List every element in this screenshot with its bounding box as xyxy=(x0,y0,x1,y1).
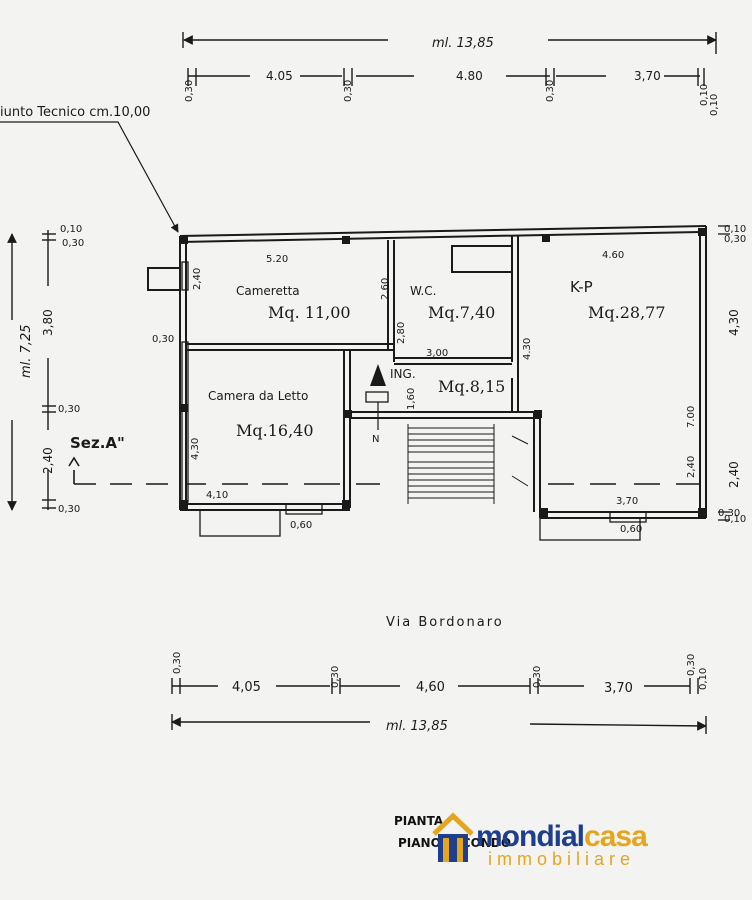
cameretta-width: 5.20 xyxy=(266,254,288,265)
kp-lower: 2,40 xyxy=(686,456,697,478)
kp-name: K-P xyxy=(570,278,593,296)
kp-area: Mq.28,77 xyxy=(588,303,666,322)
wc-name: W.C. xyxy=(410,284,437,298)
top-dimension-3: 3,70 xyxy=(634,69,661,83)
camera-sill: 0,60 xyxy=(290,520,312,531)
house-icon xyxy=(432,812,474,862)
kp-side: 7.00 xyxy=(686,406,697,428)
kp-sill: 0,60 xyxy=(620,524,642,535)
right-dim-top: 0,10 xyxy=(724,224,746,235)
wc-side-c: 3,00 xyxy=(426,348,448,359)
cameretta-height: 2,40 xyxy=(192,268,203,290)
bottom-wall-dim-4: 0,30 xyxy=(686,654,697,676)
bottom-wall-dim-5: 0,10 xyxy=(698,668,709,690)
mondialcasa-logo: PIANTA PIANO SECONDO mondialcasa immobil… xyxy=(394,810,698,872)
building-walls xyxy=(147,225,707,519)
right-dim-outer: 0,10 xyxy=(724,514,746,525)
ing-name: ING. xyxy=(390,367,416,381)
camera-width: 4,10 xyxy=(206,490,228,501)
right-dim-bottom: 0,30 xyxy=(718,508,740,519)
top-overall-dimension: ml. 13,85 xyxy=(432,36,494,51)
bottom-dimension-group xyxy=(171,678,707,734)
top-dimension-group xyxy=(182,32,717,86)
giunto-leader-line xyxy=(0,121,179,233)
kp-width: 4.60 xyxy=(602,250,624,261)
camera-area: Mq.16,40 xyxy=(236,421,314,440)
bottom-dimension-3: 3,70 xyxy=(604,681,633,696)
left-dimension-2: 2,40 xyxy=(41,447,55,474)
bottom-wall-dim-2: 0,30 xyxy=(330,666,341,688)
staircase xyxy=(407,424,529,504)
wc-side-a: 2,60 xyxy=(380,278,391,300)
bottom-dimension-2: 4,60 xyxy=(416,680,445,695)
left-wall-dim-3: 0,30 xyxy=(58,404,80,415)
top-wall-dim-3: 0,30 xyxy=(545,80,556,102)
bottom-dimension-1: 4,05 xyxy=(232,680,261,695)
section-a-label: Sez.A" xyxy=(70,434,125,452)
top-dimension-2: 4.80 xyxy=(456,69,483,83)
cameretta-area: Mq. 11,00 xyxy=(268,303,351,322)
top-wall-dim-5: 0,10 xyxy=(709,94,720,116)
north-label: N xyxy=(372,434,379,445)
left-dimension-group xyxy=(7,230,56,511)
wc-side-b: 2,80 xyxy=(396,322,407,344)
left-wall-dim-2: 0,30 xyxy=(62,238,84,249)
plan-title: PIANTA xyxy=(394,814,444,828)
logo-brand: mondialcasa xyxy=(476,820,648,853)
ing-area: Mq.8,15 xyxy=(438,377,505,396)
section-a-marker xyxy=(68,456,168,485)
logo-brand-b: casa xyxy=(584,820,648,853)
right-dim-lower: 2,40 xyxy=(727,461,741,488)
wc-area: Mq.7,40 xyxy=(428,303,495,322)
top-dimension-1: 4.05 xyxy=(266,69,293,83)
left-overall-dimension: ml. 7,25 xyxy=(19,325,34,379)
bottom-wall-dim-3: 0,30 xyxy=(532,666,543,688)
cameretta-name: Cameretta xyxy=(236,284,300,298)
kp-window: 3,70 xyxy=(616,496,638,507)
top-wall-dim-1: 0,30 xyxy=(184,80,195,102)
right-dim-top2: 0,30 xyxy=(724,234,746,245)
wall-pillars xyxy=(180,228,706,518)
north-arrow-icon xyxy=(365,364,389,430)
windows xyxy=(181,261,647,541)
ing-depth: 1,60 xyxy=(406,388,417,410)
left-wall-dim-4: 0,30 xyxy=(58,504,80,515)
street-label: Via Bordonaro xyxy=(386,615,504,630)
camera-name: Camera da Letto xyxy=(208,389,308,403)
kp-height: 4.30 xyxy=(522,338,533,360)
logo-brand-a: mondial xyxy=(476,820,585,853)
left-wall-dim-1: 0,10 xyxy=(60,224,82,235)
right-dimension-group xyxy=(718,225,730,521)
bottom-overall-dimension: ml. 13,85 xyxy=(386,719,448,734)
bottom-wall-dim-1: 0,30 xyxy=(172,652,183,674)
cameretta-extra: 0,30 xyxy=(152,334,174,345)
top-wall-dim-4: 0,10 xyxy=(699,84,710,106)
logo-tagline: immobiliare xyxy=(488,849,636,869)
left-dimension-1: 3,80 xyxy=(41,309,55,336)
camera-height: 4,30 xyxy=(190,438,201,460)
top-wall-dim-2: 0,30 xyxy=(343,80,354,102)
right-dim-main: 4,30 xyxy=(727,309,741,336)
giunto-tecnico-label: iunto Tecnico cm.10,00 xyxy=(0,105,150,120)
